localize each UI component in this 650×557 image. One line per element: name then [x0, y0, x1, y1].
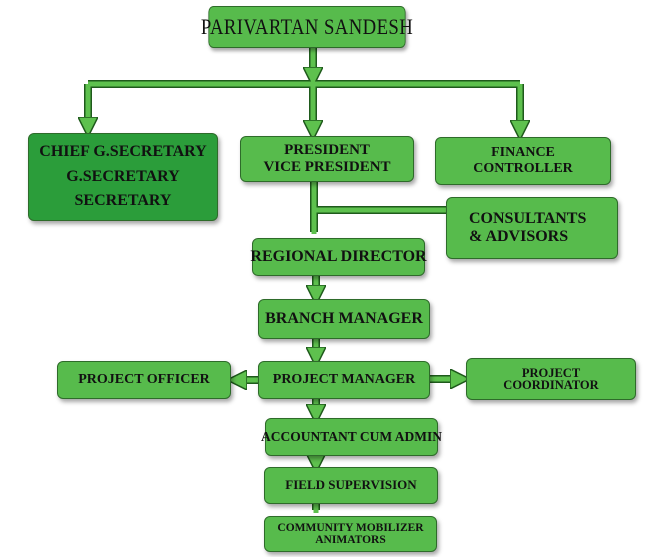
label-coordinator: COORDINATOR — [503, 378, 599, 392]
label-advisors: & ADVISORS — [469, 228, 569, 245]
box-regional-director: REGIONAL DIRECTOR — [250, 238, 427, 276]
box-project-coordinator: PROJECT COORDINATOR — [466, 358, 636, 400]
box-president: PRESIDENT VICE PRESIDENT — [240, 136, 414, 182]
box-secretaries: CHIEF G.SECRETARY G.SECRETARY SECRETARY — [28, 133, 218, 221]
label-project-manager: PROJECT MANAGER — [272, 371, 416, 387]
label-animators: ANIMATORS — [315, 534, 386, 546]
box-branch-manager: BRANCH MANAGER — [258, 299, 430, 339]
label-consultants: CONSULTANTS — [469, 209, 587, 227]
label-branch-manager: BRANCH MANAGER — [265, 309, 423, 327]
box-field-supervision: FIELD SUPERVISION — [264, 467, 438, 504]
box-parivartan-sandesh-label: PARIVARTAN SANDESH — [200, 14, 414, 40]
label-g-secretary: G.SECRETARY — [66, 167, 180, 185]
label-secretary: SECRETARY — [74, 192, 172, 210]
label-vice-president: VICE PRESIDENT — [263, 159, 391, 175]
box-parivartan-sandesh: PARIVARTAN SANDESH — [201, 6, 413, 48]
box-accountant-cum-admin: ACCOUNTANT CUM ADMIN — [261, 418, 442, 456]
box-project-officer: PROJECT OFFICER — [57, 361, 231, 399]
label-project: PROJECT — [521, 365, 581, 380]
label-president: PRESIDENT — [284, 141, 370, 158]
box-project-manager: PROJECT MANAGER — [258, 361, 430, 399]
box-consultants-advisors: CONSULTANTS & ADVISORS — [446, 197, 618, 259]
label-project-officer: PROJECT OFFICER — [78, 371, 210, 387]
label-chief-g-secretary: CHIEF G.SECRETARY — [39, 142, 207, 160]
label-field-supervision: FIELD SUPERVISION — [285, 477, 417, 493]
label-accountant-cum-admin: ACCOUNTANT CUM ADMIN — [261, 429, 442, 445]
label-finance: FINANCE — [491, 144, 555, 160]
box-finance-controller: FINANCE CONTROLLER — [435, 137, 611, 185]
label-regional-director: REGIONAL DIRECTOR — [250, 247, 427, 265]
label-controller: CONTROLLER — [473, 161, 573, 176]
box-community-mobilizer: COMMUNITY MOBILIZER ANIMATORS — [264, 516, 437, 552]
label-community-mobilizer: COMMUNITY MOBILIZER — [277, 521, 424, 534]
